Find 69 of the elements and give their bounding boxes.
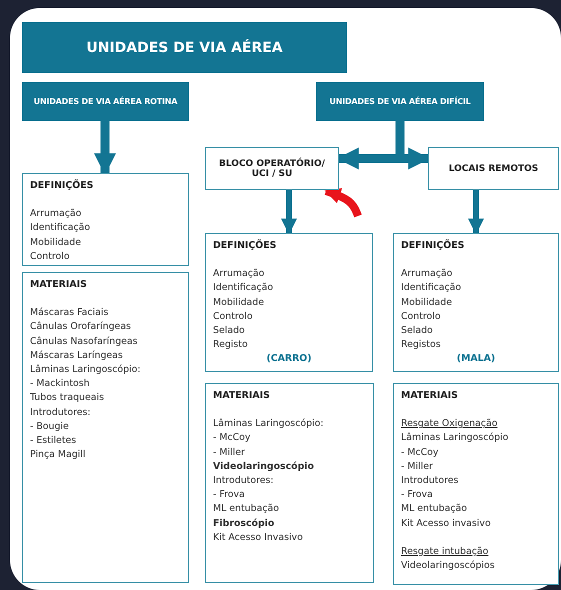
list-item: Introdutores: (30, 406, 92, 420)
list-item: Lâminas Laringoscópio: (30, 363, 142, 378)
list-item: - Miller (213, 446, 246, 460)
list-item: Selado (213, 324, 246, 338)
arrow (94, 121, 116, 176)
list-item: Arrumação (213, 267, 266, 282)
arrow (281, 190, 297, 235)
list-item: Lâminas Laringoscópio: (213, 417, 325, 432)
definitions-panel (22, 173, 189, 266)
title-banner: UNIDADES DE VIA AÉREA (22, 22, 347, 73)
list-item: Videolaringoscópios (401, 559, 496, 574)
list-item: Registos (401, 338, 442, 352)
list-item: Mobilidade (213, 296, 266, 310)
list-item: - Frova (213, 488, 246, 502)
list-item: Resgate intubação (401, 544, 490, 559)
list-item: - Bougie (30, 420, 70, 434)
list-item: Máscaras Laríngeas (30, 348, 124, 363)
list-item: Arrumação (30, 207, 82, 222)
list-item: - McCoy (401, 446, 440, 460)
list-item: ML entubação (401, 502, 468, 516)
list-item: Selado (401, 324, 434, 338)
list-item: Controlo (401, 310, 442, 324)
list-item: Controlo (213, 310, 254, 324)
unit-type-label: (CARRO) (265, 352, 313, 366)
panel-heading: DEFINIÇÕES (213, 239, 278, 253)
arrow (324, 187, 362, 218)
list-item: - Mackintosh (30, 377, 91, 392)
list-item: Mobilidade (401, 296, 454, 310)
list-item: Fibroscópio (213, 516, 276, 531)
location-box: BLOCO OPERATÓRIO/ UCI / SU (205, 147, 339, 190)
list-item: Identificação (30, 221, 92, 236)
list-item: Lâminas Laringoscópio (401, 431, 510, 446)
arrow (468, 190, 484, 235)
materials-panel (22, 272, 189, 583)
list-item: - McCoy (213, 431, 252, 446)
list-item: Identificação (401, 281, 462, 296)
list-item: Máscaras Faciais (30, 306, 110, 320)
list-item: Videolaringoscópio (213, 460, 315, 474)
list-item: - Estiletes (30, 434, 78, 448)
list-item: - Frova (401, 488, 434, 502)
list-item: Mobilidade (30, 236, 82, 250)
list-item: Resgate Oxigenação (401, 417, 498, 432)
list-item: Introdutores (401, 474, 460, 488)
list-item: Identificação (213, 281, 274, 296)
location-box: LOCAIS REMOTOS (428, 147, 559, 190)
panel-heading: MATERIAIS (401, 389, 459, 403)
list-item: Kit Acesso Invasivo (213, 530, 304, 545)
section-header: UNIDADES DE VIA AÉREA DIFÍCIL (316, 82, 484, 121)
panel-heading: MATERIAIS (30, 278, 88, 292)
list-item: Controlo (30, 250, 71, 264)
list-item: Tubos traqueais (30, 391, 105, 406)
unit-type-label: (MALA) (456, 352, 496, 366)
definitions-panel (393, 233, 559, 372)
list-item: Arrumação (401, 267, 454, 282)
definitions-panel (205, 233, 373, 372)
section-header: UNIDADES DE VIA AÉREA ROTINA (22, 82, 189, 121)
list-item: Kit Acesso invasivo (401, 516, 492, 531)
list-item: Cânulas Nasofaríngeas (30, 334, 139, 349)
list-item: Cânulas Orofaríngeas (30, 320, 132, 334)
panel-heading: MATERIAIS (213, 389, 271, 403)
list-item: Introdutores: (213, 474, 275, 488)
materials-panel (205, 383, 374, 583)
panel-heading: DEFINIÇÕES (401, 239, 466, 253)
list-item: - Miller (401, 460, 434, 474)
list-item: Pinça Magill (30, 448, 86, 462)
materials-panel (393, 383, 559, 585)
list-item: Registo (213, 338, 249, 352)
list-item: ML entubação (213, 502, 280, 516)
panel-heading: DEFINIÇÕES (30, 179, 94, 193)
